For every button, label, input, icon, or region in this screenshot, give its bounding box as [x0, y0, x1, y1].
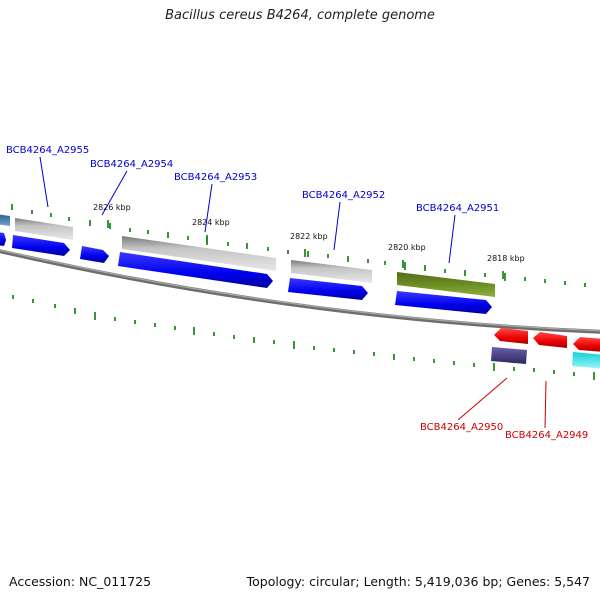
gene-features-forward — [0, 214, 495, 297]
gene-label-leader — [101, 170, 128, 216]
tick-label: 2822 kbp — [290, 232, 328, 241]
cds-feature — [572, 352, 600, 369]
map-title: Bacillus cereus B4264, complete genome — [165, 8, 435, 23]
tick-label: 2824 kbp — [192, 218, 230, 227]
rna-feature — [397, 272, 495, 297]
gene-label: BCB4264_A2949 — [505, 430, 588, 441]
cds-feature — [80, 246, 109, 263]
tick-label: 2820 kbp — [388, 243, 426, 252]
gene-label-leader — [544, 380, 547, 429]
gene-label: BCB4264_A2955 — [6, 145, 89, 156]
tick-label: 2826 kbp — [93, 203, 131, 212]
cds-feature — [12, 235, 70, 256]
genome-backbone — [0, 249, 600, 334]
gc-content-track-lower — [12, 295, 595, 380]
gene-label: BCB4264_A2954 — [90, 159, 173, 170]
accession-label: Accession: NC_011725 — [9, 574, 152, 589]
gene-label-leader — [204, 183, 213, 233]
cds-feature — [494, 328, 528, 344]
genome-stats: Topology: circular; Length: 5,419,036 bp… — [246, 574, 590, 589]
gene-label-leader — [457, 377, 508, 421]
tick-label: 2818 kbp — [487, 254, 525, 263]
cds-features-reverse — [491, 328, 600, 369]
gene-feature — [15, 218, 73, 240]
gene-feature — [0, 214, 10, 226]
cds-feature — [491, 347, 527, 364]
cds-feature — [395, 291, 492, 314]
gene-label: BCB4264_A2950 — [420, 422, 503, 433]
cds-feature — [0, 232, 6, 246]
cds-feature — [573, 337, 600, 352]
gene-label: BCB4264_A2951 — [416, 203, 499, 214]
gene-label-leader — [333, 201, 341, 251]
cds-feature — [533, 332, 567, 348]
gene-label: BCB4264_A2953 — [174, 172, 257, 183]
coordinate-ticks: 2826 kbp 2824 kbp 2822 kbp 2820 kbp 2818 kbp — [93, 203, 525, 279]
gene-feature — [291, 260, 372, 283]
gene-label-leader — [448, 214, 456, 264]
gene-label: BCB4264_A2952 — [302, 190, 385, 201]
cds-feature — [118, 252, 273, 288]
gc-content-track-upper — [11, 204, 586, 287]
cds-features-forward — [0, 232, 492, 314]
gene-feature — [122, 236, 276, 271]
cds-feature — [288, 278, 368, 300]
gene-label-leader — [39, 156, 49, 208]
gene-labels: BCB4264_A2955BCB4264_A2954BCB4264_A2953B… — [6, 145, 588, 441]
